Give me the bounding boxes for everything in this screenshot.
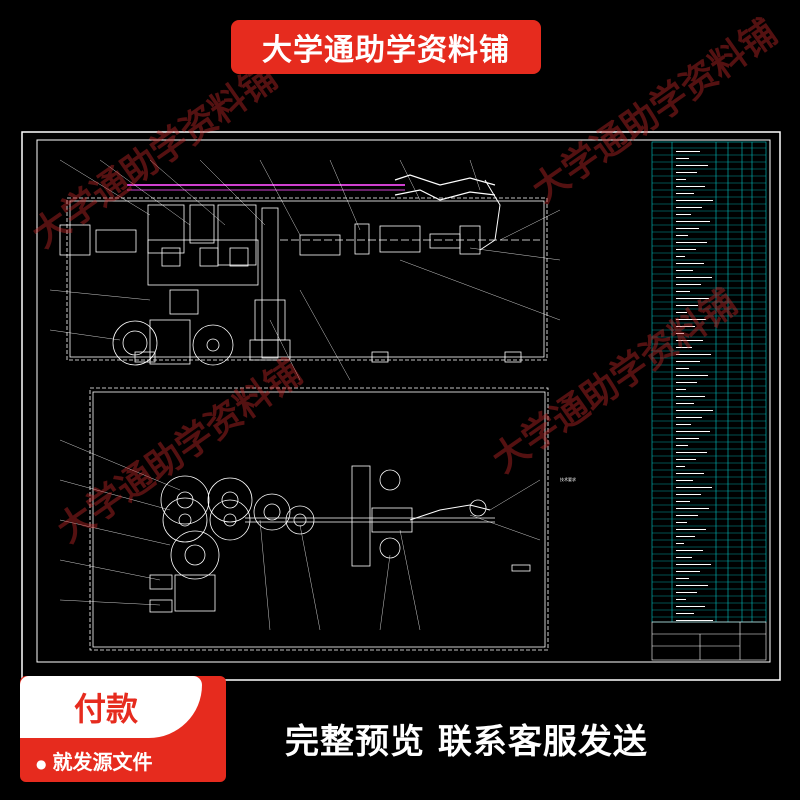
top-banner: 大学通助学资料铺	[231, 20, 541, 74]
plan-view	[59, 387, 549, 651]
payment-subtitle: 就发源文件	[52, 750, 153, 774]
parts-list-rows	[652, 147, 766, 621]
technical-notes-title: 技术要求	[560, 477, 576, 482]
bottom-slogan: 完整预览 联系客服发送	[285, 722, 648, 762]
payment-subtitle-wrap: ● 就发源文件	[36, 746, 152, 775]
parts-list-table	[651, 141, 767, 623]
bullet-icon: ●	[36, 756, 47, 771]
title-block	[651, 621, 767, 661]
payment-box[interactable]: 付款 ● 就发源文件	[20, 676, 226, 782]
payment-title-panel: 付款	[20, 676, 202, 738]
elevation-view	[49, 159, 561, 381]
payment-title: 付款	[73, 690, 138, 728]
banner-title: 大学通助学资料铺	[262, 33, 510, 68]
